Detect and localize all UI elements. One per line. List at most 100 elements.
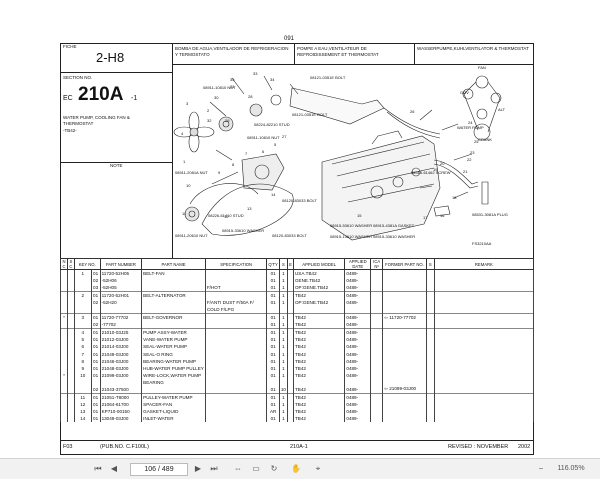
ica-cell	[370, 321, 384, 329]
applied-date-cell	[344, 378, 372, 386]
header-spanish: BOMBA DE AGUA,VENTILADOR DE REFRIGERACIO…	[175, 46, 289, 57]
remark-cell	[433, 321, 535, 329]
key-cell	[73, 321, 92, 329]
s2-cell	[425, 407, 435, 415]
key-cell: 7	[73, 350, 92, 358]
zoom-level[interactable]: 116.05%	[557, 465, 585, 472]
engine-port	[411, 167, 421, 177]
part-ref: 08916-61462 SCREW	[411, 170, 451, 175]
spec-cell	[204, 392, 268, 401]
footer-section: 210A-1	[290, 444, 308, 450]
sub-cell: 02	[90, 277, 101, 285]
former-part-cell	[382, 284, 427, 292]
nc-cell	[60, 392, 68, 401]
part-name-cell: PUMP ASSY-WATER	[141, 328, 206, 337]
applied-model-cell: TB42	[292, 313, 346, 322]
exploded-diagram	[173, 75, 502, 241]
former-part-cell	[382, 414, 427, 422]
col-part-number: PART NUMBER	[99, 258, 143, 270]
sub-cell: 01	[90, 371, 101, 379]
spec-cell	[204, 371, 268, 379]
last-page-icon[interactable]: ⏭	[210, 464, 218, 473]
nc-cell	[60, 350, 68, 358]
fit-width-icon[interactable]: ⇔	[234, 464, 242, 473]
former-part-cell	[382, 291, 427, 300]
remark-cell	[433, 328, 535, 337]
sub-cell: 01	[90, 343, 101, 351]
part-name-cell: SPACER-FAN	[141, 400, 206, 408]
callout: 5	[274, 142, 277, 147]
former-part-cell	[382, 336, 427, 344]
ica-cell	[370, 371, 384, 379]
sub-cell	[90, 378, 101, 386]
applied-model-cell: TB42	[292, 371, 346, 379]
sub-cell: 02	[90, 321, 101, 329]
part-name-cell	[141, 306, 206, 314]
part-name-cell	[141, 385, 206, 394]
fiche-label: FICHE	[63, 44, 77, 49]
callout: 20	[440, 161, 445, 166]
sc-cell	[66, 277, 75, 285]
spec-cell	[204, 343, 268, 351]
callout: 24	[468, 120, 473, 125]
engine-head-shape	[371, 130, 403, 145]
hand-tool-icon[interactable]: ✋	[291, 464, 301, 473]
part-number-cell: 21049-03J00	[99, 350, 143, 358]
s2-cell	[425, 336, 435, 344]
s-cell: 1	[278, 269, 288, 278]
first-page-icon[interactable]: ⏮	[94, 464, 102, 473]
sc-cell	[66, 306, 75, 314]
remark-cell	[433, 291, 535, 300]
spec-cell	[204, 328, 268, 337]
viewer-toolbar: ⏮ ◀ 106 / 489 ▶ ⏭ ⇔ ▭ ↻ ✋ ⌖ − 116.05%	[0, 458, 600, 479]
applied-date-cell: 0489-	[344, 350, 372, 358]
applied-model-cell: TB42	[292, 364, 346, 372]
sub-cell: 01	[90, 364, 101, 372]
fit-page-icon[interactable]: ▭	[252, 464, 260, 473]
part-number-cell: -77702	[99, 321, 143, 329]
part-name-cell	[141, 299, 206, 307]
qty-cell: 01	[266, 371, 280, 379]
former-part-cell	[382, 343, 427, 351]
sc-cell	[66, 336, 75, 344]
engine-port	[392, 176, 404, 188]
part-number-cell: 13049-03J00	[99, 414, 143, 422]
part-name-cell: BELT-GOVERNOR	[141, 313, 206, 322]
part-number-cell: 21099-03J00	[99, 371, 143, 379]
col-specification: SPECIFICATION	[204, 258, 268, 270]
previous-page-icon[interactable]: ◀	[110, 464, 118, 473]
s2-cell	[425, 371, 435, 379]
next-page-icon[interactable]: ▶	[194, 464, 202, 473]
callout: 28	[248, 94, 253, 99]
key-cell	[73, 299, 92, 307]
qty-cell: 01	[266, 357, 280, 365]
spec-cell	[204, 385, 268, 394]
former-part-cell	[382, 364, 427, 372]
select-tool-icon[interactable]: ⌖	[315, 464, 321, 473]
applied-model-cell: TB42	[292, 400, 346, 408]
sub-cell: 01	[90, 313, 101, 322]
zoom-out-icon[interactable]: −	[538, 464, 544, 473]
sc-cell	[66, 328, 75, 337]
key-cell: 6	[73, 343, 92, 351]
part-number-cell: KP710-00150	[99, 407, 143, 415]
former-part-cell	[382, 378, 427, 386]
part-number-cell: -52H06	[99, 277, 143, 285]
sub-cell: 01	[90, 407, 101, 415]
ica-cell	[370, 364, 384, 372]
nc-cell	[60, 414, 68, 422]
applied-model-cell: OP:GENE.TB42	[292, 284, 346, 292]
applied-date-cell: 0489-	[344, 392, 372, 401]
part-ref: 08531-3081A PLUG	[472, 212, 508, 217]
qty-cell	[266, 306, 280, 314]
pulley-shape	[270, 94, 282, 106]
spec-cell	[204, 350, 268, 358]
rotate-icon[interactable]: ↻	[270, 464, 278, 473]
page-input[interactable]: 106 / 489	[130, 463, 188, 476]
s2-cell	[425, 400, 435, 408]
header-col-divider	[294, 43, 295, 64]
ica-cell	[370, 350, 384, 358]
